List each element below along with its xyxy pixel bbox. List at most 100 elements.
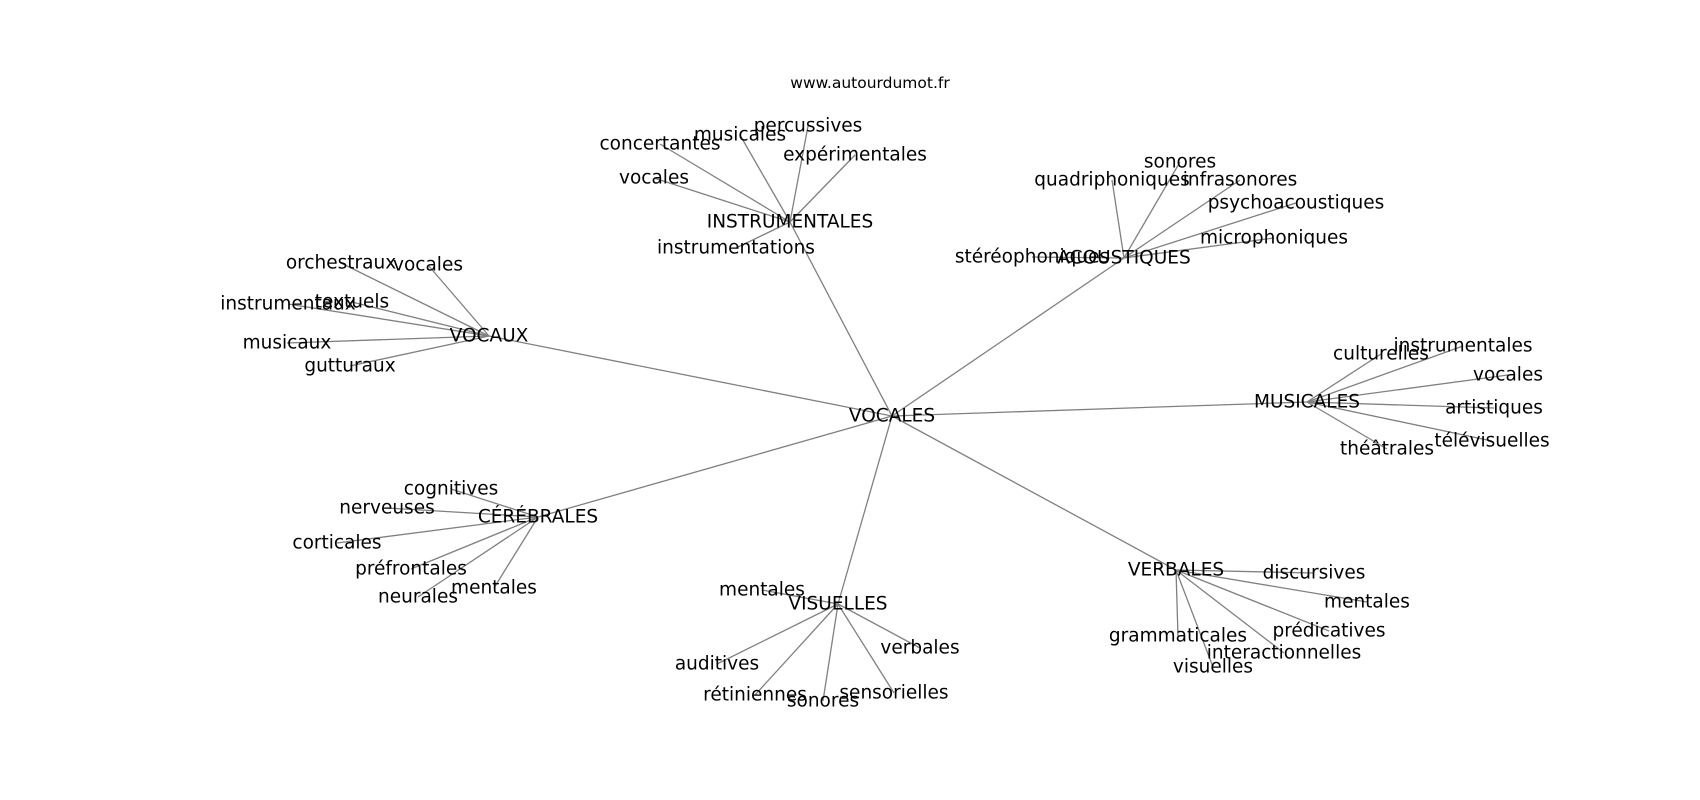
leaf-node-label: mentales xyxy=(719,580,805,601)
edge-hub-leaf xyxy=(761,589,839,605)
edge-hub-leaf xyxy=(386,507,539,518)
leaf-node-label: théâtrales xyxy=(1340,439,1434,460)
leaf-node-label: instrumentales xyxy=(1394,336,1533,357)
leaf-node-label: musicaux xyxy=(243,333,332,354)
edge-hub-leaf xyxy=(1175,569,1330,632)
leaf-node-label: vocales xyxy=(619,168,689,189)
edge-hub-leaf xyxy=(789,125,809,223)
edge-center-hub xyxy=(891,415,1177,571)
leaf-node-label: mentales xyxy=(451,578,537,599)
edge-hub-leaf xyxy=(653,177,791,223)
edge-center-hub xyxy=(789,221,893,417)
edge-layer xyxy=(286,125,1509,702)
leaf-node-label: quadriphoniques xyxy=(1034,170,1189,191)
edge-hub-leaf xyxy=(1175,569,1285,654)
edge-hub-leaf xyxy=(1306,401,1495,409)
edge-hub-leaf xyxy=(822,603,839,702)
edge-center-hub xyxy=(488,335,893,417)
leaf-node-label: psychoacoustiques xyxy=(1208,193,1385,214)
leaf-node-label: expérimentales xyxy=(783,145,927,166)
leaf-node-label: instrumentaux xyxy=(220,294,356,315)
hub-node-label: ACOUSTIQUES xyxy=(1057,248,1190,269)
leaf-node-label: grammaticales xyxy=(1109,626,1247,647)
leaf-node-label: vocales xyxy=(393,255,463,276)
hub-node-label: VISUELLES xyxy=(788,594,887,615)
leaf-node-label: discursives xyxy=(1263,563,1366,584)
edge-hub-leaf xyxy=(735,221,791,249)
leaf-node-label: corticales xyxy=(292,533,381,554)
edge-hub-leaf xyxy=(1123,179,1241,259)
leaf-node-label: mentales xyxy=(1324,592,1410,613)
leaf-node-label: percussives xyxy=(754,116,863,137)
edge-center-hub xyxy=(537,415,893,518)
edge-hub-leaf xyxy=(1175,569,1368,603)
leaf-node-label: nerveuses xyxy=(339,498,434,519)
edge-center-hub xyxy=(837,415,893,605)
edge-hub-leaf xyxy=(1123,161,1181,259)
edge-hub-leaf xyxy=(1175,569,1214,668)
edge-hub-leaf xyxy=(340,262,490,337)
leaf-node-label: rétiniennes xyxy=(703,685,807,706)
leaf-node-label: artistiques xyxy=(1445,398,1543,419)
hub-node-label: VERBALES xyxy=(1128,560,1224,581)
leaf-node-label: verbales xyxy=(880,638,959,659)
leaf-node-label: sonores xyxy=(787,691,859,712)
edge-center-hub xyxy=(891,257,1125,417)
edge-hub-leaf xyxy=(1306,345,1464,403)
leaf-node-label: infrasonores xyxy=(1183,170,1298,191)
leaf-node-label: sensorielles xyxy=(839,683,948,704)
leaf-node-label: musicales xyxy=(694,125,786,146)
hub-node-label: MUSICALES xyxy=(1254,392,1360,413)
edge-hub-leaf xyxy=(1031,256,1125,259)
edge-hub-leaf xyxy=(410,516,539,570)
edge-hub-leaf xyxy=(287,303,490,337)
center-node-label: VOCALES xyxy=(849,406,935,427)
edge-hub-leaf xyxy=(837,603,921,649)
leaf-node-label: instrumentations xyxy=(657,238,815,259)
leaf-node-label: prédicatives xyxy=(1272,621,1385,642)
edge-hub-leaf xyxy=(417,516,539,598)
leaf-node-label: textuels xyxy=(315,292,389,313)
edge-hub-leaf xyxy=(493,516,539,589)
edge-hub-leaf xyxy=(1306,401,1493,442)
edge-hub-leaf xyxy=(754,603,839,696)
edge-center-hub xyxy=(891,401,1308,417)
leaf-node-label: microphoniques xyxy=(1200,228,1348,249)
edge-hub-leaf xyxy=(351,301,490,337)
leaf-node-label: sonores xyxy=(1144,152,1216,173)
leaf-node-label: vocales xyxy=(1473,365,1543,386)
leaf-node-label: culturelles xyxy=(1333,344,1429,365)
leaf-node-label: préfrontales xyxy=(355,559,467,580)
edge-hub-leaf xyxy=(1306,353,1382,403)
leaf-node-label: gutturaux xyxy=(304,356,395,377)
label-layer: VOCALES INSTRUMENTALES musicalespercussive… xyxy=(220,116,1549,712)
edge-hub-leaf xyxy=(286,335,490,344)
edge-hub-leaf xyxy=(1306,401,1388,450)
leaf-node-label: neurales xyxy=(378,587,458,608)
edge-hub-leaf xyxy=(427,264,490,337)
edge-hub-leaf xyxy=(659,143,791,223)
edge-hub-leaf xyxy=(739,134,791,223)
edge-hub-leaf xyxy=(1175,569,1179,637)
leaf-node-label: concertantes xyxy=(600,134,721,155)
leaf-node-label: visuelles xyxy=(1173,657,1253,678)
hub-node-label: VOCAUX xyxy=(450,326,529,347)
edge-hub-leaf xyxy=(349,335,490,367)
edge-hub-leaf xyxy=(1111,179,1125,259)
edge-hub-leaf xyxy=(1306,374,1509,403)
edge-hub-leaf xyxy=(1175,569,1315,574)
leaf-node-label: auditives xyxy=(675,654,759,675)
edge-hub-leaf xyxy=(837,603,895,694)
leaf-node-label: cognitives xyxy=(404,479,498,500)
leaf-node-label: orchestraux xyxy=(286,253,396,274)
hub-node-label: INSTRUMENTALES xyxy=(707,212,873,233)
leaf-node-label: télévisuelles xyxy=(1434,431,1549,452)
edge-hub-leaf xyxy=(1123,237,1275,259)
edge-hub-leaf xyxy=(450,488,539,518)
leaf-node-label: interactionnelles xyxy=(1207,643,1361,664)
edge-hub-leaf xyxy=(716,603,839,665)
edge-hub-leaf xyxy=(1123,202,1297,259)
edge-hub-leaf xyxy=(336,516,539,544)
